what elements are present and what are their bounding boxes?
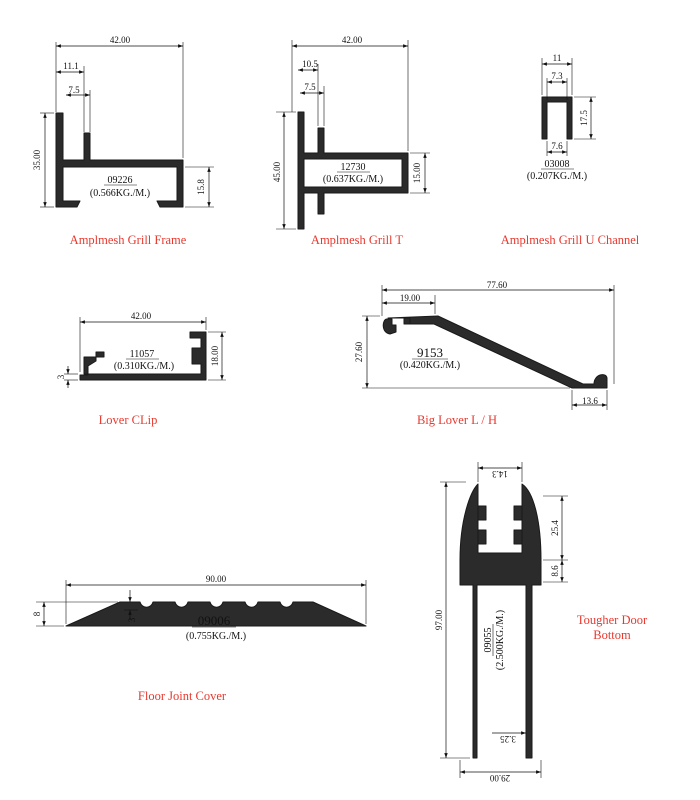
big-lover-profile [382,315,608,389]
grill-t-dim-top-b: 7.5 [304,82,316,92]
u-channel-weight: (0.207KG./M.) [527,171,587,182]
door-bottom-dim-height: 97.00 [434,609,444,630]
floor-joint-dim-height: 8 [32,611,42,616]
grill-frame-weight: (0.566KG./M.) [90,188,150,199]
u-channel-dim-inner: 7.3 [551,71,563,81]
door-bottom-diagram: 14.3 97.00 25.4 8.6 3.25 29.00 09055 (2.… [434,462,648,783]
door-bottom-title-line2: Bottom [593,628,631,642]
grill-t-diagram: 42.00 10.5 7.5 45.00 15.00 12730 (0.637K… [272,35,430,247]
u-channel-code: 03008 [545,159,570,170]
lover-clip-diagram: 42.00 18.00 3 11057 (0.310KG./M.) Lover … [56,311,226,427]
door-bottom-dim-upper: 25.4 [550,520,560,536]
grill-frame-code: 09226 [108,175,133,186]
grill-t-title: Amplmesh Grill T [311,233,403,247]
big-lover-title: Big Lover L / H [417,413,497,427]
door-bottom-dim-mid: 8.6 [550,565,560,577]
door-bottom-weight: (2.500KG./M.) [495,610,506,670]
door-bottom-profile [459,483,542,759]
floor-joint-code: 09006 [198,613,231,628]
door-bottom-code: 09055 [483,628,494,653]
floor-joint-weight: (0.755KG./M.) [186,631,246,642]
lover-clip-dim-base: 3 [56,374,66,379]
u-channel-dim-outer: 11 [553,53,562,63]
lover-clip-title: Lover CLip [99,413,158,427]
floor-joint-title: Floor Joint Cover [138,689,227,703]
u-channel-diagram: 11 7.3 17.5 7.6 03008 (0.207KG./M.) Ampl… [501,53,640,247]
u-channel-profile [541,96,573,140]
grill-frame-profile [55,112,184,208]
grill-frame-dim-height: 35.00 [32,149,42,170]
u-channel-dim-bottom: 7.6 [551,141,563,151]
lover-clip-profile [79,331,207,381]
door-bottom-dim-top: 14.3 [492,469,508,479]
big-lover-dim-top: 19.00 [400,293,421,303]
big-lover-code: 9153 [417,345,443,360]
floor-joint-diagram: 90.00 8 3 09006 (0.755KG./M.) Floor Join… [32,574,367,703]
u-channel-dim-height: 17.5 [579,110,589,126]
grill-t-dim-width: 42.00 [342,35,363,45]
door-bottom-dim-width: 29.00 [489,773,510,783]
big-lover-dim-width: 77.60 [487,280,508,290]
grill-frame-dim-right: 15.8 [196,179,206,195]
big-lover-diagram: 77.60 19.00 27.60 13.6 9153 (0.420KG./M.… [354,280,615,427]
u-channel-title: Amplmesh Grill U Channel [501,233,640,247]
grill-t-code: 12730 [341,162,366,173]
lover-clip-code: 11057 [130,349,155,360]
door-bottom-dim-slot: 3.25 [500,734,516,744]
lover-clip-weight: (0.310KG./M.) [114,361,174,372]
grill-frame-title: Amplmesh Grill Frame [70,233,187,247]
floor-joint-dim-width: 90.00 [206,574,227,584]
floor-joint-profile [65,601,367,627]
grill-frame-dim-width: 42.00 [110,35,131,45]
lover-clip-dim-height: 18.00 [210,345,220,366]
floor-joint-dim-depth: 3 [127,617,137,622]
big-lover-weight: (0.420KG./M.) [400,360,460,371]
grill-frame-dim-top-a: 11.1 [63,61,78,71]
grill-t-dim-height: 45.00 [272,161,282,182]
grill-t-weight: (0.637KG./M.) [323,174,383,185]
big-lover-dim-bottom: 13.6 [582,396,598,406]
grill-frame-dim-top-b: 7.5 [68,85,80,95]
grill-t-dim-right: 15.00 [412,162,422,183]
big-lover-dim-height: 27.60 [354,341,364,362]
lover-clip-dim-width: 42.00 [131,311,152,321]
grill-frame-diagram: 42.00 11.1 7.5 35.00 15.8 09226 (0.566KG… [32,35,214,247]
grill-t-dim-top-a: 10.5 [302,59,318,69]
grill-t-profile [297,111,409,230]
door-bottom-title-line1: Tougher Door [577,613,648,627]
